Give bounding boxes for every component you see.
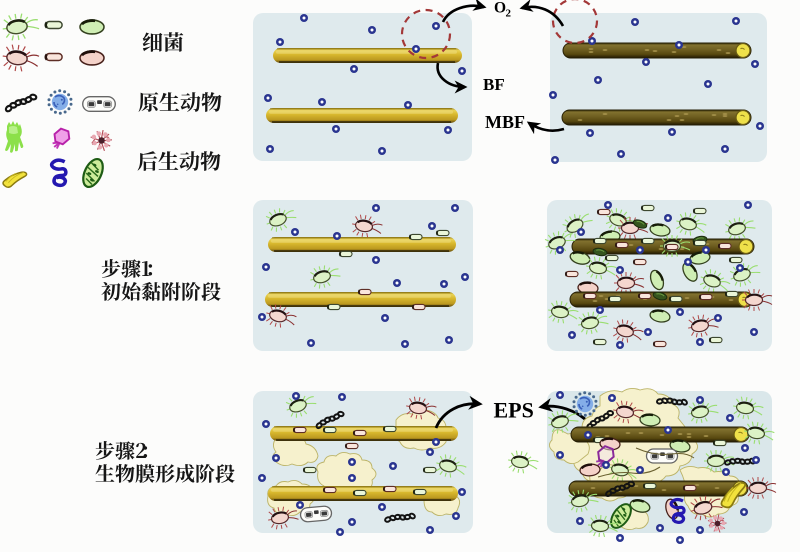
svg-text:EPS: EPS bbox=[494, 398, 534, 423]
svg-text:BF: BF bbox=[483, 75, 505, 94]
svg-text:O: O bbox=[494, 0, 506, 17]
svg-text:MBF: MBF bbox=[485, 112, 525, 132]
svg-text:2: 2 bbox=[506, 8, 512, 20]
